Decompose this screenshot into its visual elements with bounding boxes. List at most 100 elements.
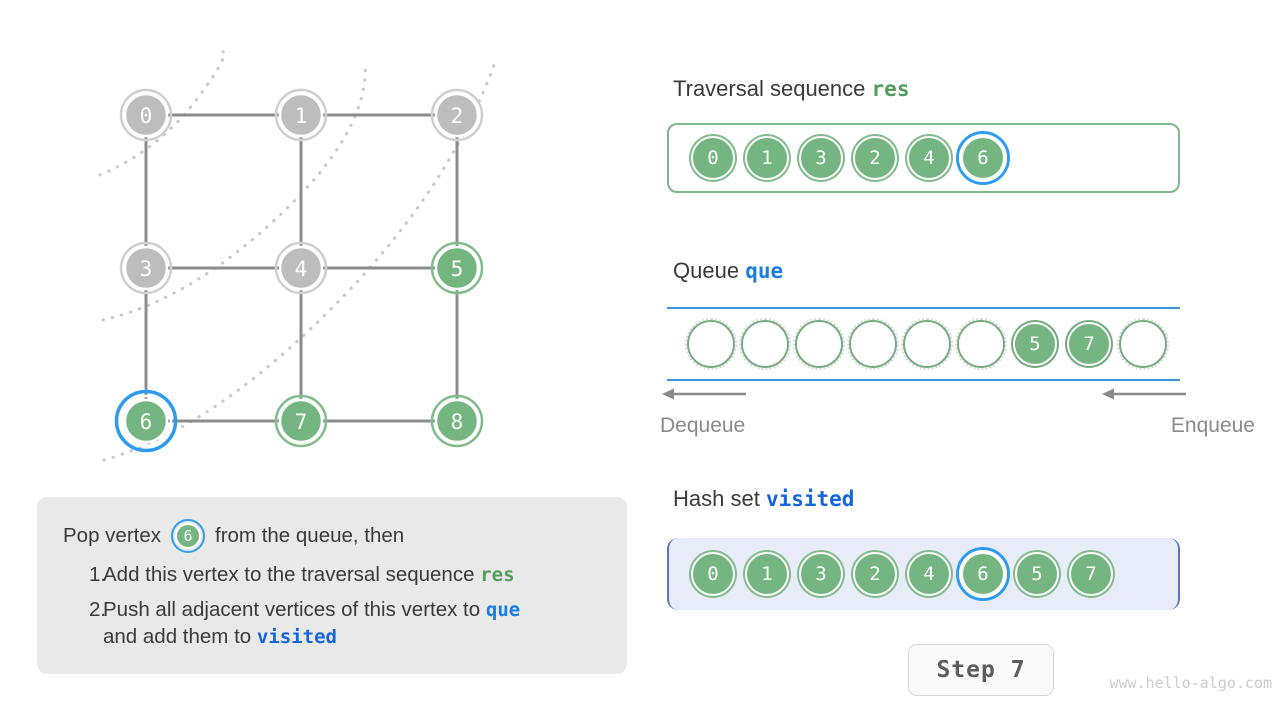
queue-cell[interactable] (1116, 317, 1170, 371)
node-disc (278, 398, 324, 444)
node-outer-ring (274, 394, 328, 448)
visited-cell[interactable]: 5 (1010, 547, 1064, 601)
step-badge: Step 7 (908, 644, 1054, 696)
dequeue-label: Dequeue (660, 414, 746, 437)
cell-label: 1 (745, 552, 789, 596)
graph-node-3[interactable]: 3 (119, 241, 173, 295)
visited-cell[interactable]: 0 (686, 547, 740, 601)
res-cell[interactable]: 4 (902, 131, 956, 185)
caption-box: Pop vertex 6 from the queue, then Add th… (37, 497, 627, 674)
caption-step-2-code-a: que (485, 598, 521, 621)
res-cell[interactable]: 1 (740, 131, 794, 185)
cell-label: 0 (691, 136, 735, 180)
node-outer-ring (119, 241, 173, 295)
res-cell[interactable]: 2 (848, 131, 902, 185)
queue-direction-arrows (658, 384, 1188, 406)
node-label: 8 (451, 410, 464, 434)
visited-cell[interactable]: 7 (1064, 547, 1118, 601)
cell-label: 2 (853, 136, 897, 180)
graph-node-1[interactable]: 1 (274, 88, 328, 142)
queue-cell[interactable]: 7 (1062, 317, 1116, 371)
node-label: 1 (295, 104, 308, 128)
cell-label (793, 318, 845, 370)
visited-title-code: visited (765, 487, 855, 511)
caption-step-2: Push all adjacent vertices of this verte… (63, 596, 601, 651)
cell-label: 6 (961, 552, 1005, 596)
node-disc (278, 245, 324, 291)
res-title-code: res (871, 77, 910, 101)
graph-node-5[interactable]: 5 (430, 241, 484, 295)
node-disc (434, 245, 480, 291)
visited-section-title: Hash set visited (673, 486, 854, 512)
node-disc (123, 92, 169, 138)
caption-step-2-code-b: visited (256, 626, 337, 649)
cell-label: 1 (745, 136, 789, 180)
queue-cell[interactable] (846, 317, 900, 371)
node-outer-ring (119, 88, 173, 142)
node-label: 3 (140, 257, 153, 281)
caption-step-2-text-b: and add them to (103, 625, 252, 649)
node-label: 5 (451, 257, 464, 281)
node-outer-ring (274, 88, 328, 142)
cell-label: 7 (1067, 322, 1111, 366)
res-cell[interactable]: 3 (794, 131, 848, 185)
enqueue-label: Enqueue (1170, 414, 1255, 437)
graph-node-2[interactable]: 2 (430, 88, 484, 142)
caption-steps-list: Add this vertex to the traversal sequenc… (63, 561, 601, 651)
queue-cell[interactable]: 5 (1008, 317, 1062, 371)
wavefront-curve-0 (98, 50, 226, 177)
cell-label (739, 318, 791, 370)
cell-label: 3 (799, 136, 843, 180)
visited-cell[interactable]: 1 (740, 547, 794, 601)
cell-label: 6 (961, 136, 1005, 180)
cell-highlight-ring (956, 547, 1010, 601)
queue-cell[interactable] (792, 317, 846, 371)
caption-step-1-code: res (480, 564, 515, 586)
visited-cell[interactable]: 3 (794, 547, 848, 601)
cell-highlight-ring (956, 131, 1010, 185)
res-cell[interactable]: 0 (686, 131, 740, 185)
res-title-text: Traversal sequence (673, 76, 866, 101)
node-disc (434, 92, 480, 138)
cell-label: 3 (799, 552, 843, 596)
queue-cell[interactable] (738, 317, 792, 371)
node-disc (434, 398, 480, 444)
node-outer-ring (274, 241, 328, 295)
queue-section-title: Queue que (673, 258, 783, 284)
watermark: www.hello-algo.com (1109, 674, 1272, 692)
node-disc (123, 245, 169, 291)
visited-cell[interactable]: 6 (956, 547, 1010, 601)
caption-suffix: from the queue, then (215, 524, 405, 547)
graph-node-6[interactable]: 6 (114, 389, 178, 453)
caption-vertex-badge: 6 (171, 519, 205, 553)
visited-cell[interactable]: 4 (902, 547, 956, 601)
graph-node-7[interactable]: 7 (274, 394, 328, 448)
caption-line-1: Pop vertex 6 from the queue, then (63, 519, 601, 553)
queue-cell[interactable] (954, 317, 1008, 371)
cell-label: 2 (853, 552, 897, 596)
node-label: 0 (140, 104, 153, 128)
cell-label (901, 318, 953, 370)
graph-node-4[interactable]: 4 (274, 241, 328, 295)
node-outer-ring (119, 394, 173, 448)
visited-title-text: Hash set (673, 486, 760, 511)
graph-node-0[interactable]: 0 (119, 88, 173, 142)
queue-cell[interactable] (684, 317, 738, 371)
caption-prefix: Pop vertex (63, 524, 161, 547)
graph-node-8[interactable]: 8 (430, 394, 484, 448)
visited-cell[interactable]: 2 (848, 547, 902, 601)
cell-label: 0 (691, 552, 735, 596)
cell-label (847, 318, 899, 370)
wavefront-curve-1 (101, 60, 367, 322)
caption-step-2-text-a: Push all adjacent vertices of this verte… (103, 597, 481, 621)
graph-panel: 0 1 2 3 4 5 6 7 8 (0, 0, 640, 490)
node-label: 4 (295, 257, 308, 281)
cell-label: 5 (1015, 552, 1059, 596)
queue-cell[interactable] (900, 317, 954, 371)
cell-label: 4 (907, 136, 951, 180)
res-cell[interactable]: 6 (956, 131, 1010, 185)
cell-label: 7 (1069, 552, 1113, 596)
node-label: 2 (451, 104, 464, 128)
